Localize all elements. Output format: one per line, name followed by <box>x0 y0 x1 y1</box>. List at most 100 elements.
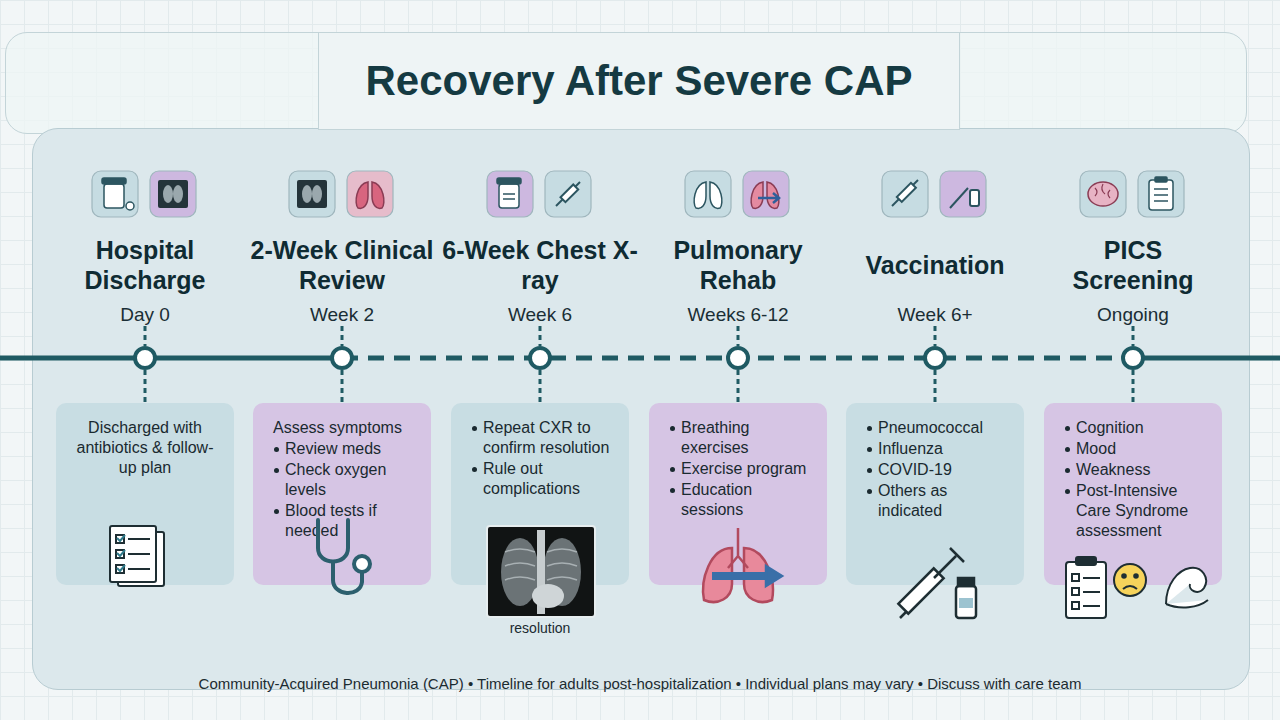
icon-xray <box>297 180 327 208</box>
icon-syringe <box>556 180 979 208</box>
pics-illustration <box>1166 568 1208 608</box>
body-text: Discharged with antibiotics & follow-up … <box>70 418 220 478</box>
bullet-item: Cognition <box>1064 418 1209 438</box>
lungs-illustration <box>703 548 732 602</box>
pics-illustration <box>1066 557 1208 618</box>
bullet-item: Others as indicated <box>866 481 1011 521</box>
pics-illustration <box>1072 574 1079 581</box>
body-text: Assess symptoms <box>273 418 418 438</box>
pics-illustration <box>1114 564 1146 596</box>
bullet-item: Education sessions <box>669 480 814 520</box>
icon-xray <box>158 180 327 208</box>
milestone-box: Hospital DischargeDay 0Discharged with a… <box>56 403 234 585</box>
icon-syringe <box>892 180 918 206</box>
milestone-heading: Pulmonary Rehab <box>638 235 838 295</box>
icon-bottle <box>497 178 521 184</box>
lungs-illustration <box>744 548 773 602</box>
box-body: Breathing exercisesExercise programEduca… <box>669 418 814 521</box>
timeline-marker <box>332 348 352 368</box>
milestone-heading: 6-Week Chest X-ray <box>440 235 640 295</box>
checklist-illustration <box>110 526 164 586</box>
icon-clipboard <box>1154 200 1168 202</box>
bullet-item: Exercise program <box>669 459 814 479</box>
bullet-item: Influenza <box>866 439 1011 459</box>
timeline-tick <box>539 326 542 346</box>
syringe-illustration <box>898 548 976 618</box>
box-body: Repeat CXR to confirm resolutionRule out… <box>471 418 616 500</box>
checklist-illustration <box>128 553 150 555</box>
icon-tile <box>150 171 196 217</box>
icon-bottle <box>499 184 519 208</box>
milestone-heading: PICS Screening <box>1048 235 1218 295</box>
timeline-marker <box>530 348 550 368</box>
icon-syringe <box>970 190 979 206</box>
timeline-tick <box>144 326 147 346</box>
checklist-illustration <box>118 532 164 586</box>
timeline-tick <box>934 370 937 403</box>
timeline-tick <box>341 370 344 403</box>
icon-lungs <box>694 182 706 208</box>
icon-syringe <box>561 185 579 203</box>
milestone-box: 2-Week Clinical ReviewWeek 2Assess sympt… <box>253 403 431 585</box>
xray-image <box>537 530 545 614</box>
icon-bottle <box>102 178 521 210</box>
timeline-tick <box>1132 326 1135 346</box>
bullet-item: Review meds <box>273 439 418 459</box>
bullet-item: Breathing exercises <box>669 418 814 458</box>
checklist-illustration <box>128 568 150 570</box>
pics-illustration <box>1083 577 1100 579</box>
checklist-illustration <box>116 535 124 543</box>
diagram-caption: Community-Acquired Pneumonia (CAP) • Tim… <box>0 675 1280 693</box>
box-body: Assess symptomsReview medsCheck oxygen l… <box>273 418 418 542</box>
syringe-illustration <box>959 598 973 608</box>
checklist-illustration <box>116 550 124 558</box>
icon-tile <box>1138 171 1184 217</box>
milestone-heading: Vaccination <box>835 235 1035 295</box>
icon-tile <box>545 171 591 217</box>
syringe-illustration <box>934 548 964 578</box>
icon-lungs <box>372 182 384 208</box>
milestone-heading: 2-Week Clinical Review <box>242 235 442 295</box>
xray-image <box>487 526 595 617</box>
milestone-time: Weeks 6-12 <box>629 303 847 327</box>
timeline-tick <box>1132 370 1135 403</box>
timeline-tick <box>737 326 740 346</box>
syringe-illustration <box>958 578 974 586</box>
timeline-marker <box>135 348 155 368</box>
icon-lungs <box>751 182 763 208</box>
xray-image <box>501 538 539 606</box>
bullet-item: Rule out complications <box>471 459 616 499</box>
icon-tile <box>92 171 138 217</box>
pics-illustration <box>1083 605 1100 607</box>
lungs-illustration <box>766 566 782 586</box>
icon-syringe <box>897 183 916 202</box>
checklist-illustration <box>116 565 124 573</box>
icon-bottle <box>503 198 515 200</box>
timeline-marker <box>925 348 945 368</box>
checklist-illustration <box>110 526 156 582</box>
timeline-tick <box>341 326 344 346</box>
stethoscope-illustration <box>333 562 362 593</box>
icon-bottle <box>102 178 126 184</box>
icon-bottle <box>104 184 124 208</box>
timeline-marker <box>1123 348 1143 368</box>
bullet-item: Blood tests if needed <box>273 501 418 541</box>
icon-bottle <box>503 193 515 195</box>
lungs-illustration <box>703 528 782 602</box>
icon-tile <box>347 171 393 217</box>
icon-brain <box>1088 182 1118 206</box>
icon-xray <box>163 185 173 203</box>
icon-tile <box>743 171 789 217</box>
xray-image <box>505 549 577 580</box>
icon-tile <box>882 171 928 217</box>
icon-tile <box>940 171 986 217</box>
timeline-axis <box>0 356 342 361</box>
lungs-illustration <box>712 572 770 580</box>
syringe-illustration <box>898 568 943 613</box>
timeline-tick <box>539 370 542 403</box>
bullet-item: COVID-19 <box>866 460 1011 480</box>
timeline-axis <box>0 356 1280 361</box>
box-body: CognitionMoodWeaknessPost-Intensive Care… <box>1064 418 1209 542</box>
